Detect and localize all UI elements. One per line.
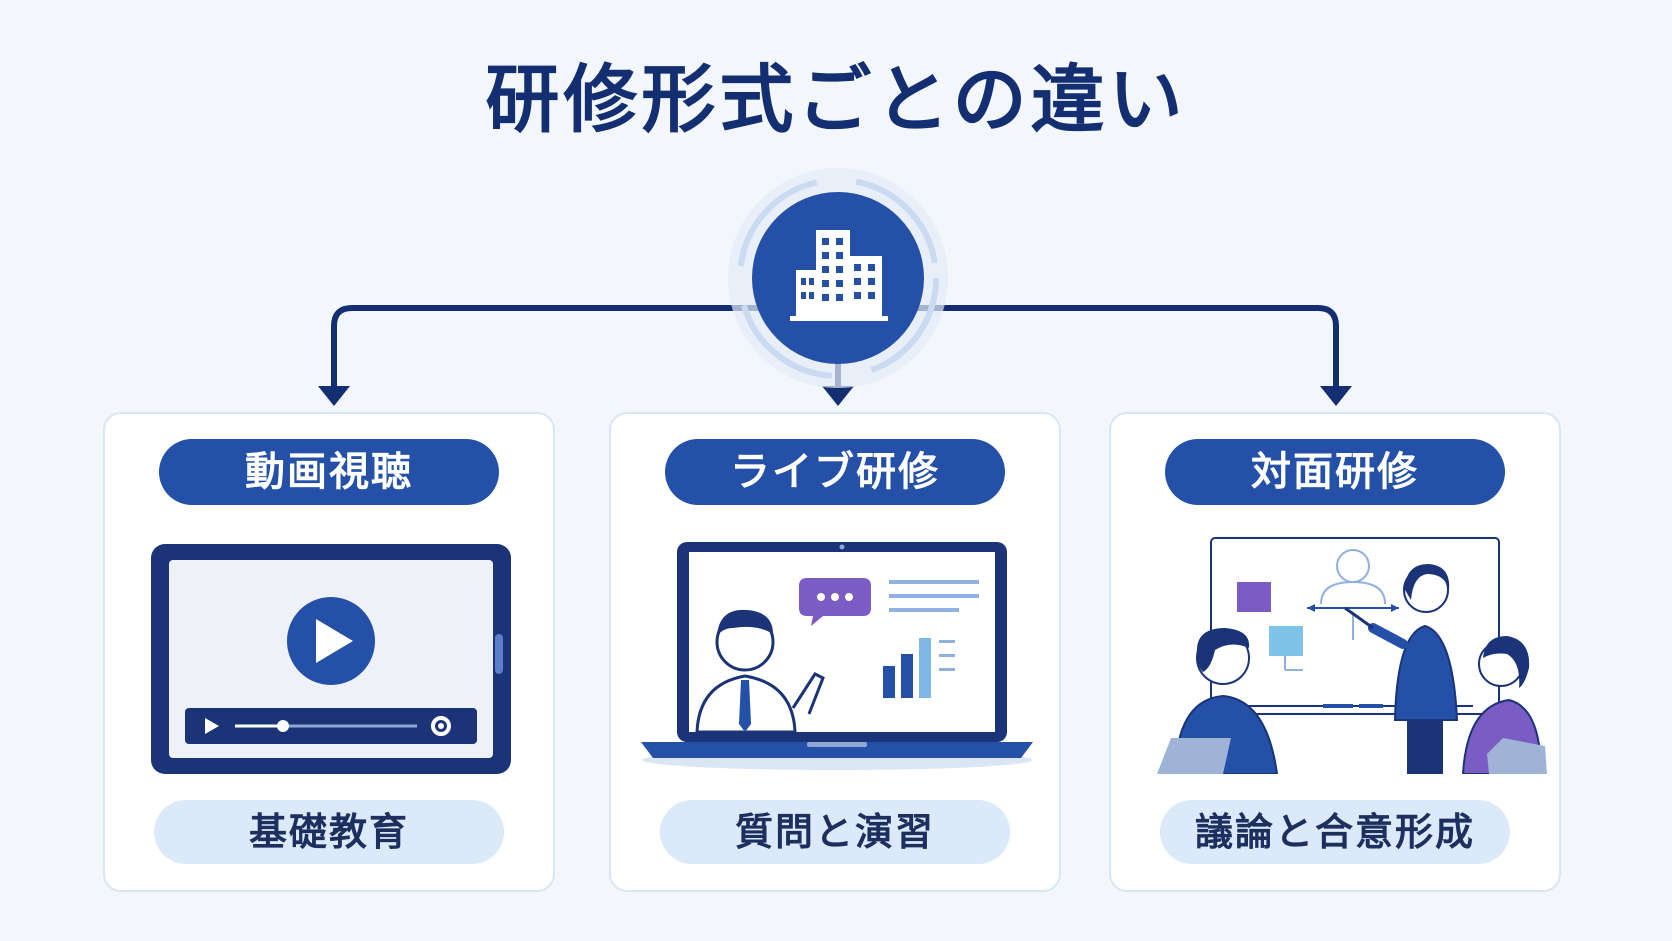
office-building-icon (720, 160, 956, 396)
card-video-footer: 基礎教育 (154, 800, 504, 864)
whiteboard-meeting-icon (1127, 524, 1547, 775)
card-live-footer: 質問と演習 (660, 800, 1010, 864)
card-live-label: ライブ研修 (665, 439, 1005, 505)
laptop-live-presenter-icon (627, 524, 1047, 774)
card-video: 動画視聴 基礎教育 (103, 412, 555, 892)
page-title: 研修形式ごとの違い (485, 57, 1187, 143)
card-in-person-footer: 議論と合意形成 (1160, 800, 1510, 864)
card-video-label: 動画視聴 (159, 439, 499, 505)
video-player-tablet-icon (121, 524, 541, 774)
card-live: ライブ研修 (609, 412, 1061, 892)
card-in-person: 対面研修 (1109, 412, 1561, 892)
card-in-person-label: 対面研修 (1165, 439, 1505, 505)
